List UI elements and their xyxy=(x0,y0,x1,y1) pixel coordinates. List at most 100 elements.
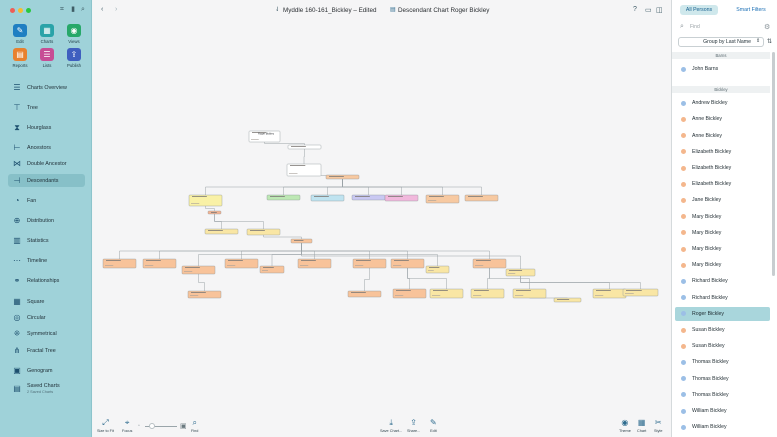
person-card[interactable] xyxy=(286,163,322,177)
person-row[interactable]: John Barns xyxy=(675,62,770,76)
sidebar-item-fractal-tree[interactable]: ⋔Fractal Tree xyxy=(8,344,85,357)
sidebar-toggle-icon[interactable]: ◫ xyxy=(656,7,663,14)
sidebar-item-timeline[interactable]: ⋯Timeline xyxy=(8,254,85,267)
chevron-updown-icon: ⇕ xyxy=(756,38,761,44)
find-input[interactable]: Find xyxy=(690,24,700,30)
sidebar-item-descendants[interactable]: ⊣Descendants xyxy=(8,174,85,187)
person-card[interactable] xyxy=(246,228,281,236)
person-row[interactable]: William Bickley xyxy=(675,404,770,418)
sidebar-item-charts-overview[interactable]: ☰Charts Overview xyxy=(8,81,85,94)
minimize-window-button[interactable] xyxy=(18,8,23,13)
person-row[interactable]: Mary Bickley xyxy=(675,242,770,256)
zoom-in-icon[interactable]: ▣ xyxy=(180,423,187,430)
person-row[interactable]: Anne Bickley xyxy=(675,112,770,126)
person-card[interactable] xyxy=(187,290,222,299)
sidebar-item-tree[interactable]: ⊤Tree xyxy=(8,101,85,114)
sidebar-item-ancestors[interactable]: ⊢Ancestors xyxy=(8,141,85,154)
sidebar-item-circular[interactable]: ◎Circular xyxy=(8,311,85,324)
person-row[interactable]: Mary Bickley xyxy=(675,258,770,272)
tool-views-button[interactable]: ◉Views xyxy=(62,24,86,44)
back-icon[interactable]: ‹ xyxy=(101,6,104,13)
person-row[interactable]: Thomas Bickley xyxy=(675,355,770,369)
person-name: Thomas Bickley xyxy=(692,375,729,382)
descendants-icon: ⊣ xyxy=(13,175,21,185)
person-card-text xyxy=(290,165,306,166)
person-card[interactable] xyxy=(204,228,239,235)
save-chart-button[interactable]: ⤓ Save Chart... xyxy=(380,418,402,433)
tool-lists-button[interactable]: ☰Lists xyxy=(35,48,59,68)
focus-button[interactable]: ⌖ Focus xyxy=(122,418,132,433)
person-row[interactable]: Elizabeth Bickley xyxy=(675,161,770,175)
person-card[interactable] xyxy=(248,130,281,143)
chart-button[interactable]: ▦ Chart xyxy=(637,418,646,433)
sidebar-item-hourglass[interactable]: ⧗Hourglass xyxy=(8,121,85,134)
tool-publish-button[interactable]: ⇪Publish xyxy=(62,48,86,68)
zoom-window-button[interactable] xyxy=(26,8,31,13)
sidebar-item-fan[interactable]: ◔Fan xyxy=(8,194,85,207)
size-to-fit-button[interactable]: ⤢ Size to Fit xyxy=(97,418,114,433)
document-title: Myddle 160-161_Bickley – Edited xyxy=(283,7,377,14)
descendant-chart[interactable]: Roger Bickley xyxy=(93,20,671,415)
sidebar-item-statistics[interactable]: ▥Statistics xyxy=(8,234,85,247)
person-card[interactable] xyxy=(188,194,223,207)
help-icon[interactable]: ? xyxy=(633,6,637,13)
person-card[interactable] xyxy=(266,194,301,201)
person-card[interactable] xyxy=(425,265,450,274)
person-row[interactable]: Mary Bickley xyxy=(675,226,770,240)
person-row[interactable]: Richard Bickley xyxy=(675,274,770,288)
tab-all-persons[interactable]: All Persons xyxy=(680,5,718,15)
chart-connector xyxy=(342,179,482,195)
person-row[interactable]: Susan Bickley xyxy=(675,339,770,353)
person-row[interactable]: Richard Bickley xyxy=(675,291,770,305)
scrollbar[interactable] xyxy=(772,52,775,276)
share-button[interactable]: ⇪ Share... xyxy=(407,418,420,433)
person-card[interactable] xyxy=(351,194,386,201)
sidebar-item-genogram[interactable]: ▣Genogram xyxy=(8,364,85,377)
person-card[interactable] xyxy=(464,194,499,202)
sort-icon[interactable]: ⇅ xyxy=(767,39,773,45)
close-window-button[interactable] xyxy=(10,8,15,13)
person-row[interactable]: Jane Bickley xyxy=(675,193,770,207)
person-row[interactable]: Anne Bickley xyxy=(675,129,770,143)
forward-icon[interactable]: › xyxy=(115,6,118,13)
find-button[interactable]: ⌕ Find xyxy=(191,418,198,433)
sidebar-item-relationships[interactable]: ⚭Relationships xyxy=(8,274,85,287)
person-card[interactable] xyxy=(505,268,536,277)
person-row[interactable]: Thomas Bickley xyxy=(675,372,770,386)
tool-reports-button[interactable]: ▤Reports xyxy=(8,48,32,68)
sidebar-item-symmetrical[interactable]: ⁜Symmetrical xyxy=(8,327,85,340)
tag-icon[interactable]: ⌗ xyxy=(60,6,64,13)
sidebar-item-distribution[interactable]: ⊕Distribution xyxy=(8,214,85,227)
theme-button[interactable]: ◉ Theme xyxy=(619,418,631,433)
person-row[interactable]: Elizabeth Bickley xyxy=(675,145,770,159)
person-card[interactable] xyxy=(310,194,345,202)
size-to-fit-label: Size to Fit xyxy=(97,429,114,433)
tool-charts-button[interactable]: ▦Charts xyxy=(35,24,59,44)
chart-window-icon[interactable]: ▭ xyxy=(645,7,652,14)
edit-button[interactable]: ✎ Edit xyxy=(430,418,437,433)
tool-edit-button[interactable]: ✎Edit xyxy=(8,24,32,44)
person-row[interactable]: Roger Bickley xyxy=(675,306,770,321)
sidebar-item-square[interactable]: ▦Square xyxy=(8,295,85,308)
person-row[interactable]: Elizabeth Bickley xyxy=(675,177,770,191)
person-row[interactable]: Susan Bickley xyxy=(675,323,770,337)
person-row[interactable]: William Bickley xyxy=(675,420,770,434)
person-card[interactable] xyxy=(347,290,382,298)
person-row[interactable]: Mary Bickley xyxy=(675,210,770,224)
person-card[interactable] xyxy=(259,265,285,274)
group-by-select[interactable]: Group by Last Name xyxy=(678,37,764,47)
zoom-slider-knob[interactable] xyxy=(149,423,155,429)
person-card[interactable] xyxy=(384,194,419,202)
zoom-slider[interactable] xyxy=(145,426,177,427)
bookmark-icon[interactable]: ▮ xyxy=(71,6,75,13)
zoom-out-icon[interactable]: ▫ xyxy=(138,423,140,429)
search-icon[interactable]: ⌕ xyxy=(81,6,85,13)
person-card[interactable] xyxy=(622,288,659,297)
style-button[interactable]: ✂ Style xyxy=(654,418,662,433)
tab-smart-filters[interactable]: Smart Filters xyxy=(736,7,766,13)
gear-icon[interactable]: ⚙ xyxy=(764,24,771,31)
sidebar-item-double-ancestor[interactable]: ⋈Double Ancestor xyxy=(8,157,85,170)
person-row[interactable]: Thomas Bickley xyxy=(675,388,770,402)
person-row[interactable]: Andrew Bickley xyxy=(675,96,770,110)
